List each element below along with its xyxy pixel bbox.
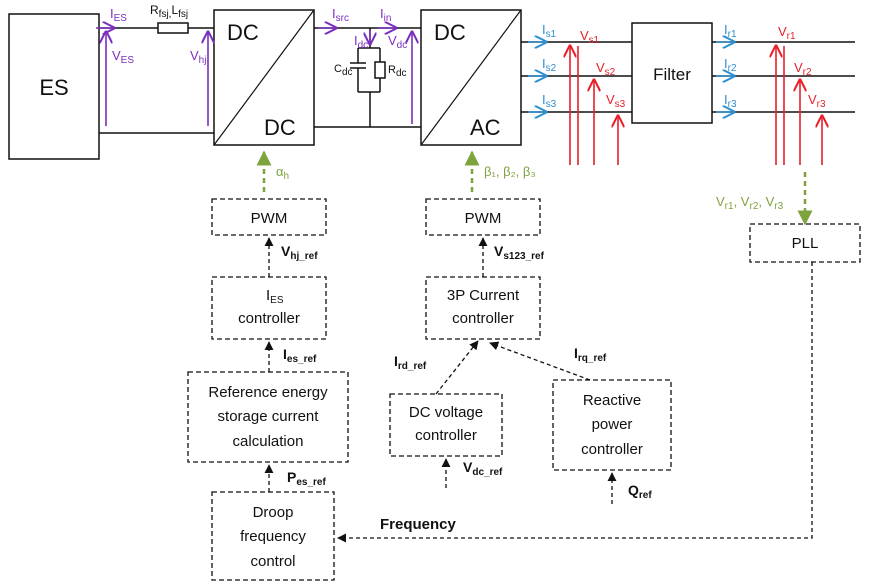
v-hj-label: Vhj (190, 48, 206, 66)
resistor-fsj (157, 22, 189, 34)
ref-calc-line2: storage current (218, 408, 320, 425)
v-s123-ref-label: Vs123_ref (494, 243, 545, 262)
droop-line2: frequency (240, 528, 306, 545)
es-block (8, 13, 100, 160)
v-r2-label: Vr2 (794, 60, 812, 78)
q-ref-label: Qref (628, 482, 652, 501)
pll-block (749, 223, 861, 263)
reactive-line3: controller (581, 441, 643, 458)
c-dc-label: Cdc (334, 63, 353, 78)
i-s2-label: Is2 (542, 56, 557, 74)
dcac-inverter (420, 9, 522, 146)
v-s2-label: Vs2 (596, 60, 616, 78)
r-dc-label: Rdc (388, 64, 407, 79)
v-dc-ref-label: Vdc_ref (463, 459, 503, 478)
v-r1-label: Vr1 (778, 24, 796, 42)
es-label: ES (39, 75, 68, 100)
i-r2-label: Ir2 (724, 56, 737, 74)
vr-measure-label: Vr1, Vr2, Vr3 (716, 194, 784, 212)
i-r3-label: Ir3 (724, 92, 737, 110)
dcv-controller-line1: DC voltage (409, 404, 483, 421)
arrow-irq-ref (489, 341, 591, 381)
i-s1-label: Is1 (542, 22, 557, 40)
ref-calc-line3: calculation (233, 433, 304, 450)
pwm-left-label: PWM (251, 210, 288, 227)
pll-label: PLL (792, 235, 819, 252)
ies-controller-line1: IES (266, 287, 284, 306)
ies-controller-line2: controller (238, 310, 300, 327)
droop-line3: control (250, 553, 295, 570)
pwm-right-label: PWM (465, 210, 502, 227)
dcac-bottom-label: AC (470, 115, 501, 140)
v-hj-ref-label: Vhj_ref (281, 243, 318, 262)
i-s3-label: Is3 (542, 92, 557, 110)
frequency-label: Frequency (380, 516, 457, 533)
arrow-frequency (337, 262, 813, 543)
pwm-right-block (425, 198, 541, 236)
v-s1-label: Vs1 (580, 28, 600, 46)
dcac-diagonal (420, 9, 522, 146)
p-es-ref-label: Pes_ref (287, 469, 326, 488)
dcdc-diagonal (213, 9, 315, 146)
i-dc-label: Idc (354, 33, 368, 51)
i-rq-ref-label: Irq_ref (574, 345, 607, 364)
current-controller-line1: 3P Current (447, 287, 520, 304)
i-es-label: IES (110, 6, 127, 24)
i-in-label: Iin (380, 6, 391, 24)
filter-block (631, 22, 713, 124)
pwm-left-block (211, 198, 327, 236)
i-r1-label: Ir1 (724, 22, 737, 40)
i-rd-ref-label: Ird_ref (394, 353, 427, 372)
dcdc-bottom-label: DC (264, 115, 296, 140)
v-s3-label: Vs3 (606, 92, 626, 110)
v-dc-label: Vdc (388, 33, 407, 51)
dcdc-top-label: DC (227, 20, 259, 45)
reactive-power-controller-block (552, 379, 672, 471)
ref-calc-block (187, 371, 349, 463)
v-es-label: VES (112, 48, 134, 66)
arrow-ird-ref (435, 340, 479, 395)
dcv-controller-line2: controller (415, 427, 477, 444)
v-r3-label: Vr3 (808, 92, 826, 110)
i-es-ref-label: Ies_ref (283, 346, 317, 365)
dcac-top-label: DC (434, 20, 466, 45)
ref-calc-line1: Reference energy (208, 384, 328, 401)
beta-label: β₁, β₂, β₃ (484, 164, 536, 179)
reactive-line2: power (592, 416, 633, 433)
resistor-dc (374, 61, 386, 79)
alpha-h-label: αh (276, 164, 289, 182)
dc-voltage-controller-block (389, 393, 503, 457)
droop-frequency-block (211, 491, 335, 581)
droop-line1: Droop (253, 504, 294, 521)
reactive-line1: Reactive (583, 392, 641, 409)
filter-label: Filter (653, 65, 691, 84)
i-src-label: Isrc (332, 6, 349, 24)
current-controller-line2: controller (452, 310, 514, 327)
rl-fsj-label: Rfsj,Lfsj (150, 3, 188, 20)
dcdc-converter (213, 9, 315, 146)
